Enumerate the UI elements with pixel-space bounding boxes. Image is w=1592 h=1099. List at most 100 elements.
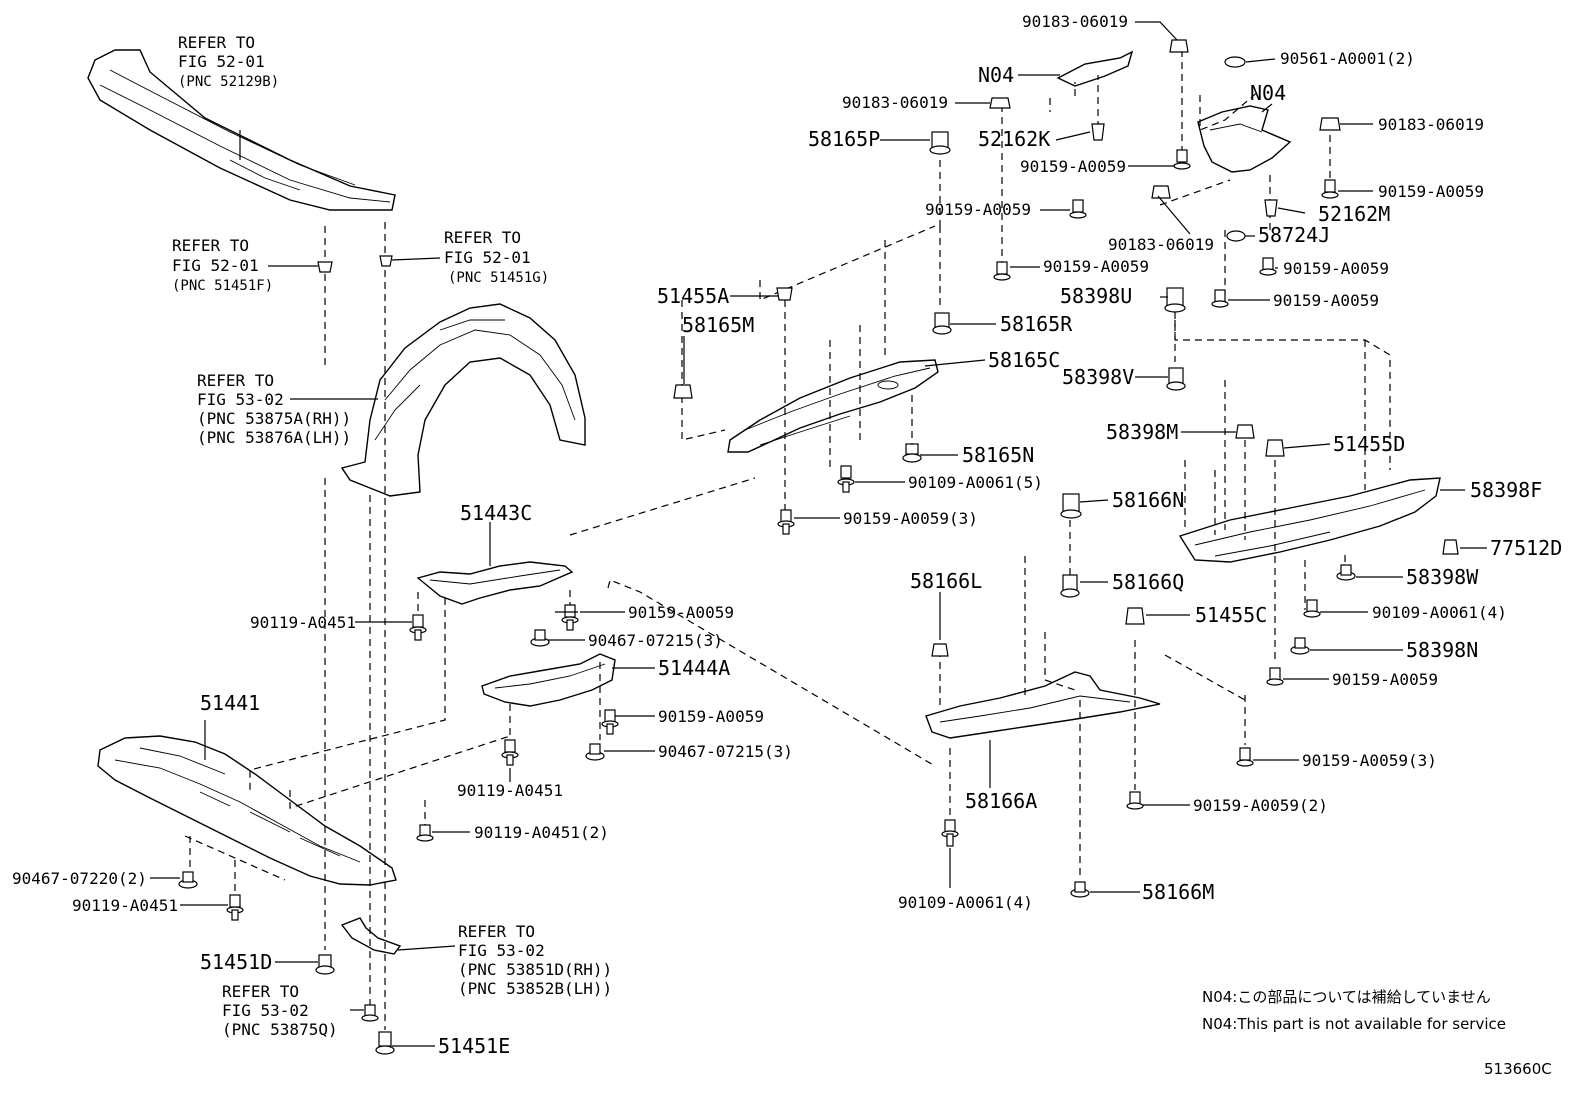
- ref-53875a-line4: (PNC 53876A(LH)): [197, 428, 351, 447]
- label-58398v: 58398V: [1062, 365, 1134, 389]
- label-90183-06019-d: 90183-06019: [1108, 235, 1214, 254]
- label-52162m: 52162M: [1318, 202, 1390, 226]
- ref-53875a-line2: FIG 53-02: [197, 390, 284, 409]
- label-51455d: 51455D: [1333, 432, 1405, 456]
- floor-cover-58165c-part: [727, 359, 939, 453]
- bolt-icon: [416, 824, 434, 842]
- clip-icon: [776, 287, 793, 301]
- ref-51451g-line3: (PNC 51451G): [448, 270, 549, 286]
- bolt-icon: [902, 443, 922, 463]
- label-90159-a0059-a: 90159-A0059: [1020, 157, 1126, 176]
- bolt-icon: [1321, 179, 1339, 199]
- label-51443c: 51443C: [460, 501, 532, 525]
- clip-icon: [1265, 439, 1285, 457]
- label-51455c: 51455C: [1195, 603, 1267, 627]
- bracket-n04-left-part: [1056, 50, 1134, 87]
- label-90183-06019-c: 90183-06019: [1378, 115, 1484, 134]
- label-90561-a0001: 90561-A0001(2): [1280, 49, 1415, 68]
- label-58166n: 58166N: [1112, 488, 1184, 512]
- label-90159-a0059-d: 90159-A0059: [1043, 257, 1149, 276]
- shield-51443c-part: [416, 561, 574, 605]
- bolt-icon: [777, 509, 795, 535]
- ref-53875a-line3: (PNC 53875A(RH)): [197, 409, 351, 428]
- label-90119-a0451-b: 90119-A0451: [457, 781, 563, 800]
- label-58165c: 58165C: [988, 348, 1060, 372]
- label-90159-a0059-e: 90159-A0059: [1283, 259, 1389, 278]
- part-labels: REFER TO FIG 52-01 (PNC 52129B) REFER TO…: [12, 12, 1562, 1078]
- engine-under-cover-51441-part: [97, 735, 397, 886]
- bracket-n04-right-part: [1197, 105, 1292, 173]
- label-51444a: 51444A: [658, 656, 730, 680]
- bumper-lower-cover-part: [87, 49, 396, 211]
- note-n04-japanese: N04:この部品については補給していません: [1202, 988, 1491, 1006]
- clip-icon: [1166, 367, 1186, 391]
- floor-cover-58398f-part: [1178, 477, 1441, 563]
- bolt-icon: [315, 954, 335, 975]
- shield-51444a-part: [481, 653, 616, 707]
- note-n04-english: N04:This part is not available for servi…: [1202, 1015, 1506, 1033]
- ref-51451g-line1: REFER TO: [444, 228, 521, 247]
- label-90159-a0059-g: 90159-A0059: [628, 603, 734, 622]
- label-90109-a0061-4a: 90109-A0061(4): [1372, 603, 1507, 622]
- clip-icon: [1164, 287, 1186, 313]
- clip-icon: [932, 312, 952, 335]
- ref-52129b-line1: REFER TO: [178, 33, 255, 52]
- label-58165n: 58165N: [962, 443, 1034, 467]
- bolt-icon: [226, 894, 244, 921]
- ref-52129b-line2: FIG 52-01: [178, 52, 265, 71]
- label-n04-left: N04: [978, 63, 1014, 87]
- nut-icon: [530, 629, 550, 647]
- label-51455a: 51455A: [657, 284, 729, 308]
- ref-51451f-line3: (PNC 51451F): [172, 278, 273, 294]
- bolt-icon: [1069, 199, 1087, 219]
- bolt-icon: [501, 739, 519, 766]
- bolt-icon: [561, 604, 579, 631]
- label-51451d: 51451D: [200, 950, 272, 974]
- fastener-icons: [178, 39, 1459, 1055]
- clip-icon: [1442, 539, 1459, 555]
- clip-icon: [1060, 493, 1082, 519]
- label-90159-a0059-2: 90159-A0059(2): [1193, 796, 1328, 815]
- label-90119-a0451-2: 90119-A0451(2): [474, 823, 609, 842]
- figure-id: 513660C: [1484, 1060, 1552, 1078]
- label-58398u: 58398U: [1060, 284, 1132, 308]
- clip-icon: [673, 384, 693, 399]
- label-90159-a0059-3a: 90159-A0059(3): [843, 509, 978, 528]
- floor-cover-58166a-part: [925, 671, 1161, 739]
- bolt-icon: [1236, 747, 1254, 767]
- label-90467-07220-2: 90467-07220(2): [12, 869, 147, 888]
- fender-liner-part: [340, 303, 586, 497]
- nut-icon: [178, 871, 198, 889]
- nut-icon: [585, 743, 605, 761]
- bolt-icon: [941, 819, 959, 847]
- label-58165p: 58165P: [808, 127, 880, 151]
- label-51451e: 51451E: [438, 1034, 510, 1058]
- clip-icon: [1070, 881, 1090, 898]
- bracket-53851d-part: [340, 917, 402, 955]
- label-n04-right: N04: [1250, 81, 1286, 105]
- bolt-icon: [361, 1004, 379, 1022]
- bolt-icon: [1173, 149, 1191, 170]
- label-90467-07215-b: 90467-07215(3): [658, 742, 793, 761]
- label-90159-a0059-i: 90159-A0059: [658, 707, 764, 726]
- clip-icon: [1060, 574, 1080, 598]
- label-90183-06019-a: 90183-06019: [1022, 12, 1128, 31]
- bolt-icon: [837, 465, 855, 493]
- label-58398m: 58398M: [1106, 420, 1178, 444]
- bolt-icon: [1211, 289, 1229, 308]
- bolt-icon: [1303, 599, 1321, 618]
- dashed-assembly-lines: [184, 50, 1391, 1030]
- label-58166m: 58166M: [1142, 880, 1214, 904]
- label-58165m: 58165M: [682, 313, 754, 337]
- label-90159-a0059-f: 90159-A0059: [1273, 291, 1379, 310]
- nut-icon: [989, 97, 1011, 109]
- bolt-icon: [601, 709, 619, 735]
- label-58166l: 58166L: [910, 569, 982, 593]
- ref-51451f-line1: REFER TO: [172, 236, 249, 255]
- clip-icon: [1125, 607, 1145, 625]
- clip-icon: [931, 643, 949, 657]
- ref-53851d-line4: (PNC 53852B(LH)): [458, 979, 612, 998]
- label-90467-07215-a: 90467-07215(3): [588, 631, 723, 650]
- ref-53875q-line1: REFER TO: [222, 982, 299, 1001]
- bolt-icon: [1259, 257, 1277, 276]
